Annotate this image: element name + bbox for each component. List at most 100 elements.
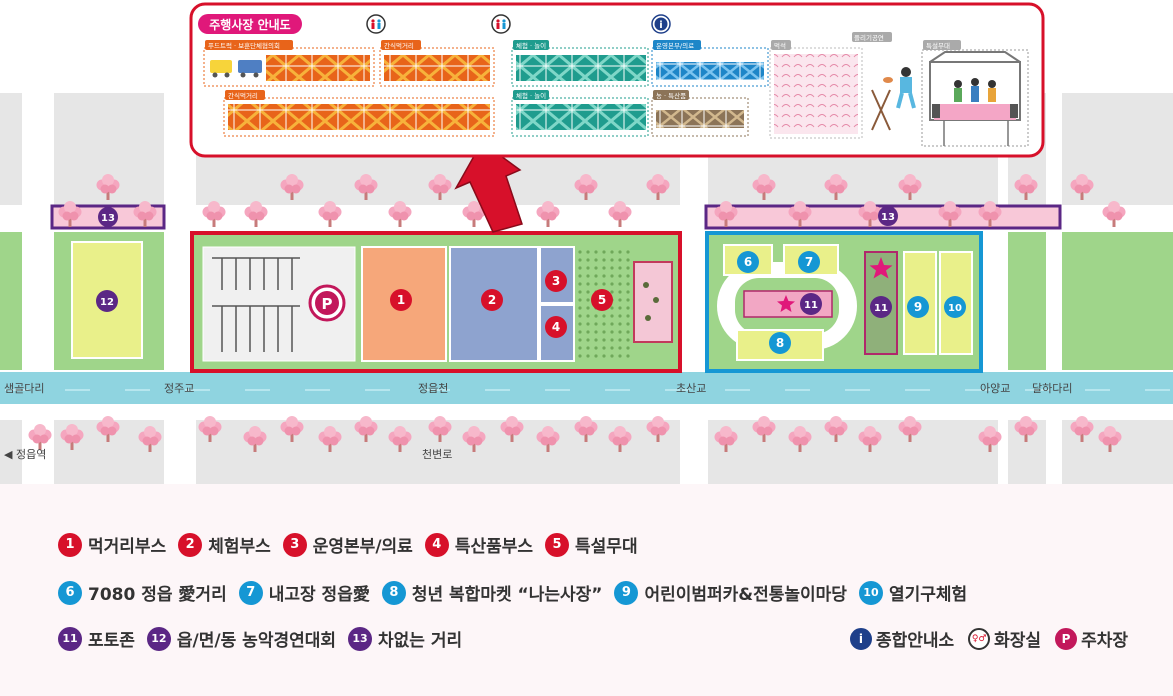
marker-12: 12 bbox=[96, 290, 118, 312]
info-icon: i bbox=[651, 14, 671, 34]
label-stream: 정읍천 bbox=[418, 381, 448, 395]
legend-label: 특산품부스 bbox=[454, 537, 534, 557]
svg-text:13: 13 bbox=[881, 212, 895, 223]
marker-13-right: 13 bbox=[878, 206, 898, 226]
label-snack-bottom: 간식먹거리 bbox=[228, 91, 258, 100]
festival-map: 샘골다리 정주교 정읍천 초산교 아양교 달하다리 ◀ 정읍역 천변로 P 1 … bbox=[0, 2, 1173, 484]
svg-text:5: 5 bbox=[598, 293, 606, 307]
parking-icon: P bbox=[1055, 627, 1078, 650]
label-jeongju-bridge: 정주교 bbox=[164, 382, 194, 395]
label-station: ◀ 정읍역 bbox=[4, 448, 46, 461]
legend-item-11: 11 포토존 bbox=[58, 626, 135, 651]
legend-label: 청년 복합마켓 “나는사장” bbox=[411, 585, 603, 605]
label-busking: 플리기공연 bbox=[854, 33, 884, 42]
legend-number-6: 6 bbox=[58, 580, 82, 605]
legend-number-5: 5 bbox=[545, 532, 570, 557]
legend-symbol-label: 주차장 bbox=[1081, 631, 1128, 651]
label-ayang-bridge: 아양교 bbox=[980, 382, 1010, 395]
label-stalls: 먹석 bbox=[774, 41, 786, 50]
label-stage: 특설무대 bbox=[926, 42, 950, 50]
legend-label: 특설무대 bbox=[575, 537, 638, 557]
svg-text:9: 9 bbox=[914, 300, 922, 314]
parking-icon: P bbox=[308, 284, 346, 322]
label-dalha-bridge: 달하다리 bbox=[1032, 381, 1072, 395]
marker-11-center: 11 bbox=[800, 293, 822, 315]
legend-item-1: 1 먹거리부스 bbox=[58, 532, 166, 557]
label-experience-bottom: 체험 · 놀이 bbox=[516, 91, 546, 100]
stage-illustration bbox=[929, 51, 1021, 146]
svg-text:6: 6 bbox=[744, 255, 752, 269]
marker-10: 10 bbox=[944, 296, 966, 318]
legend-number-4: 4 bbox=[424, 532, 449, 557]
marker-2: 2 bbox=[481, 289, 503, 311]
legend-number-1: 1 bbox=[58, 532, 82, 557]
marker-8: 8 bbox=[769, 332, 791, 354]
legend-number-13: 13 bbox=[348, 626, 373, 651]
marker-13-left: 13 bbox=[98, 207, 118, 227]
marker-1: 1 bbox=[390, 289, 412, 311]
svg-text:P: P bbox=[322, 295, 333, 313]
legend-label: 내고장 정읍愛 bbox=[268, 585, 370, 605]
legend-number-8: 8 bbox=[381, 580, 406, 605]
marker-9: 9 bbox=[907, 296, 929, 318]
legend-number-12: 12 bbox=[146, 626, 171, 651]
legend-label: 체험부스 bbox=[208, 537, 271, 557]
legend-label: 7080 정읍 愛거리 bbox=[88, 585, 227, 605]
svg-text:2: 2 bbox=[488, 293, 496, 307]
legend-number-10: 10 bbox=[858, 580, 883, 605]
svg-text:12: 12 bbox=[100, 297, 114, 308]
restroom-icon bbox=[491, 14, 511, 34]
label-specialty: 농 · 특산품 bbox=[656, 91, 686, 100]
busking-performer-icon bbox=[871, 67, 916, 131]
label-operations: 운영본부/의료 bbox=[656, 41, 694, 50]
parking-lines bbox=[212, 257, 300, 352]
marker-7: 7 bbox=[798, 251, 820, 273]
svg-text:i: i bbox=[659, 20, 662, 31]
legend-number-2: 2 bbox=[178, 532, 203, 557]
marker-4: 4 bbox=[545, 316, 567, 338]
star-icon bbox=[777, 257, 893, 312]
svg-text:8: 8 bbox=[776, 336, 784, 350]
label-road: 천변로 bbox=[422, 447, 452, 461]
svg-text:11: 11 bbox=[874, 303, 888, 314]
label-experience-top: 체험 · 놀이 bbox=[516, 41, 546, 50]
legend-label: 먹거리부스 bbox=[88, 537, 167, 557]
inset-detail-panel: 주행사장 안내도 i 푸드트럭 · 보훈단체협의회 간식먹 bbox=[189, 2, 1045, 158]
legend-number-3: 3 bbox=[282, 532, 307, 557]
label-snack-top: 간식먹거리 bbox=[384, 41, 414, 50]
legend-symbol-restroom-icon: ♀♂화장실 bbox=[968, 626, 1041, 651]
svg-text:7: 7 bbox=[805, 255, 813, 269]
legend-symbol-label: 화장실 bbox=[994, 631, 1042, 651]
legend-item-6: 6 7080 정읍 愛거리 bbox=[58, 580, 227, 605]
marker-11-right: 11 bbox=[870, 296, 892, 318]
legend-number-11: 11 bbox=[58, 626, 82, 651]
svg-text:10: 10 bbox=[948, 303, 962, 314]
legend-label: 차없는 거리 bbox=[378, 631, 463, 651]
zone-stage bbox=[633, 261, 673, 343]
svg-text:13: 13 bbox=[101, 213, 115, 224]
legend-label: 열기구체험 bbox=[888, 585, 968, 605]
legend-label: 읍/면/동 농악경연대회 bbox=[176, 631, 337, 651]
svg-text:11: 11 bbox=[804, 300, 818, 311]
legend-label: 포토존 bbox=[88, 631, 135, 651]
marker-5: 5 bbox=[591, 289, 613, 311]
svg-text:3: 3 bbox=[552, 274, 560, 288]
legend-label: 어린이범퍼카&전통놀이마당 bbox=[644, 585, 847, 605]
info-icon: i bbox=[849, 627, 872, 650]
marker-6: 6 bbox=[737, 251, 759, 273]
legend-number-9: 9 bbox=[614, 580, 639, 605]
